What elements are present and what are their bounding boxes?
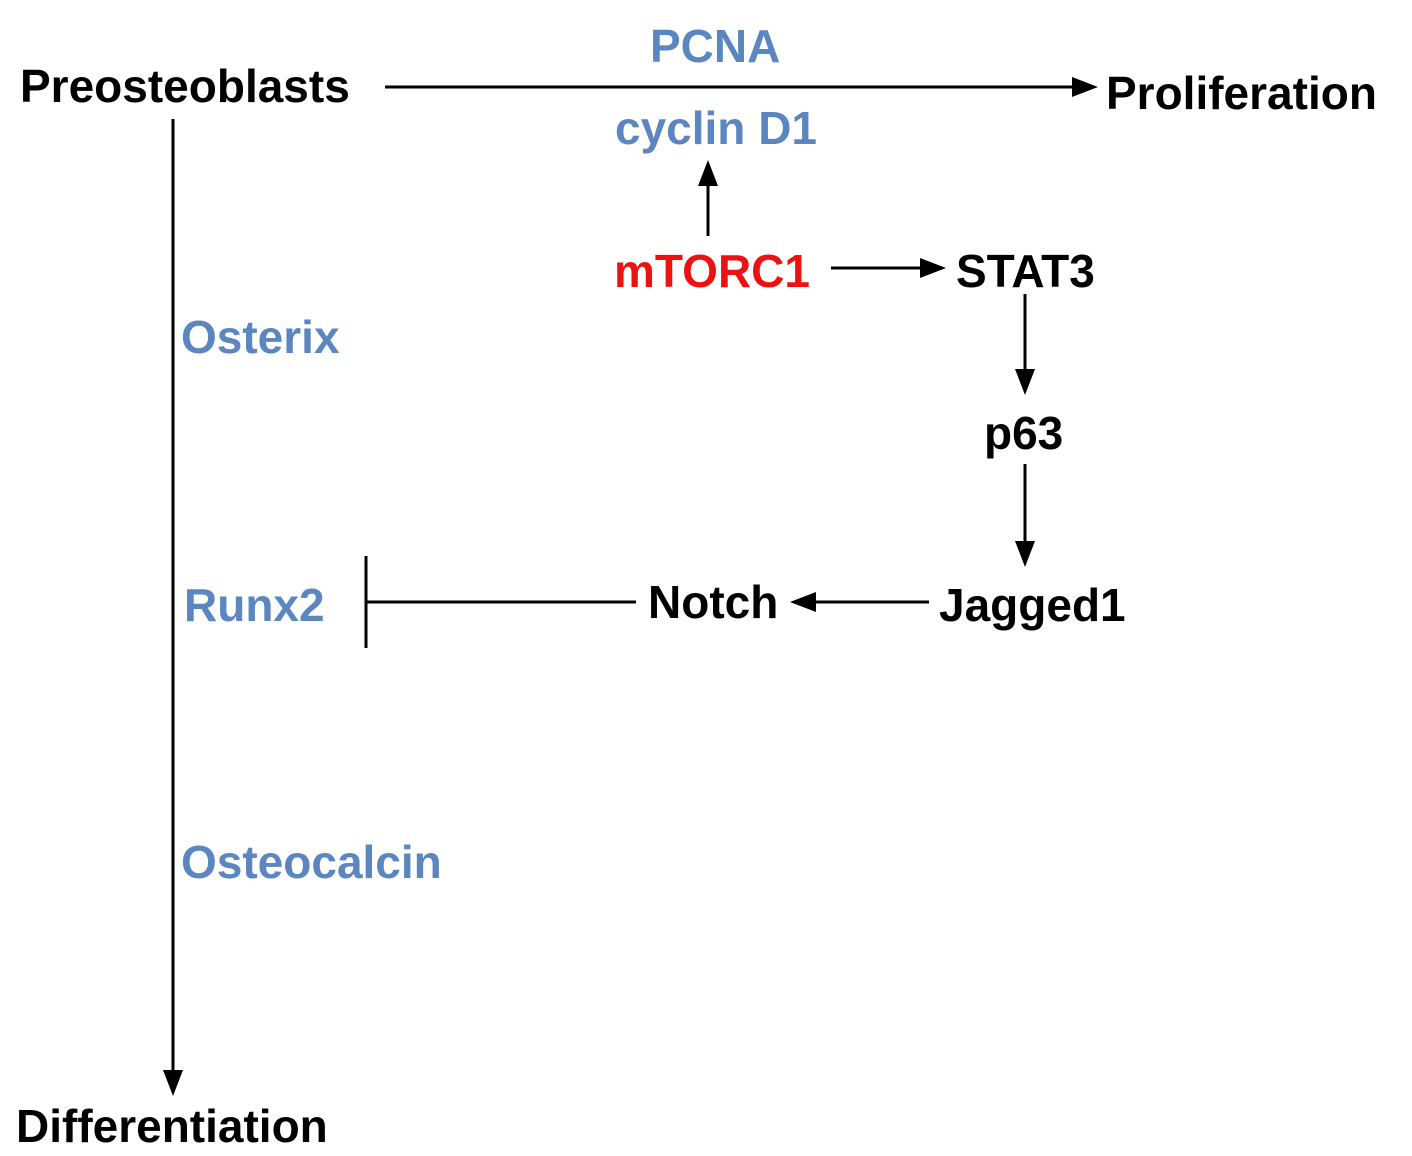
edge-stat3-to-p63 bbox=[1015, 294, 1035, 395]
edge-preosteoblasts-to-proliferation bbox=[385, 77, 1098, 97]
edge-jagged1-to-notch bbox=[790, 592, 929, 612]
node-preosteoblasts: Preosteoblasts bbox=[20, 60, 350, 112]
node-differentiation: Differentiation bbox=[16, 1100, 328, 1152]
node-mtorc1: mTORC1 bbox=[614, 245, 810, 297]
node-jagged1: Jagged1 bbox=[939, 579, 1126, 631]
marker-runx2: Runx2 bbox=[184, 579, 325, 631]
edge-mtorc1-to-cyclin-d1 bbox=[698, 160, 718, 236]
node-proliferation: Proliferation bbox=[1106, 67, 1377, 119]
marker-osterix: Osterix bbox=[181, 311, 340, 363]
node-stat3: STAT3 bbox=[956, 245, 1095, 297]
edge-p63-to-jagged1 bbox=[1015, 464, 1035, 567]
marker-osteocalcin: Osteocalcin bbox=[181, 836, 442, 888]
node-notch: Notch bbox=[648, 576, 779, 628]
node-p63: p63 bbox=[984, 407, 1064, 459]
edge-preosteoblasts-to-differentiation bbox=[163, 119, 183, 1096]
marker-cyclin-d1: cyclin D1 bbox=[615, 102, 817, 154]
marker-pcna: PCNA bbox=[650, 20, 781, 72]
edge-notch-inhibits-runx2 bbox=[364, 556, 636, 648]
edge-mtorc1-to-stat3 bbox=[831, 258, 946, 278]
